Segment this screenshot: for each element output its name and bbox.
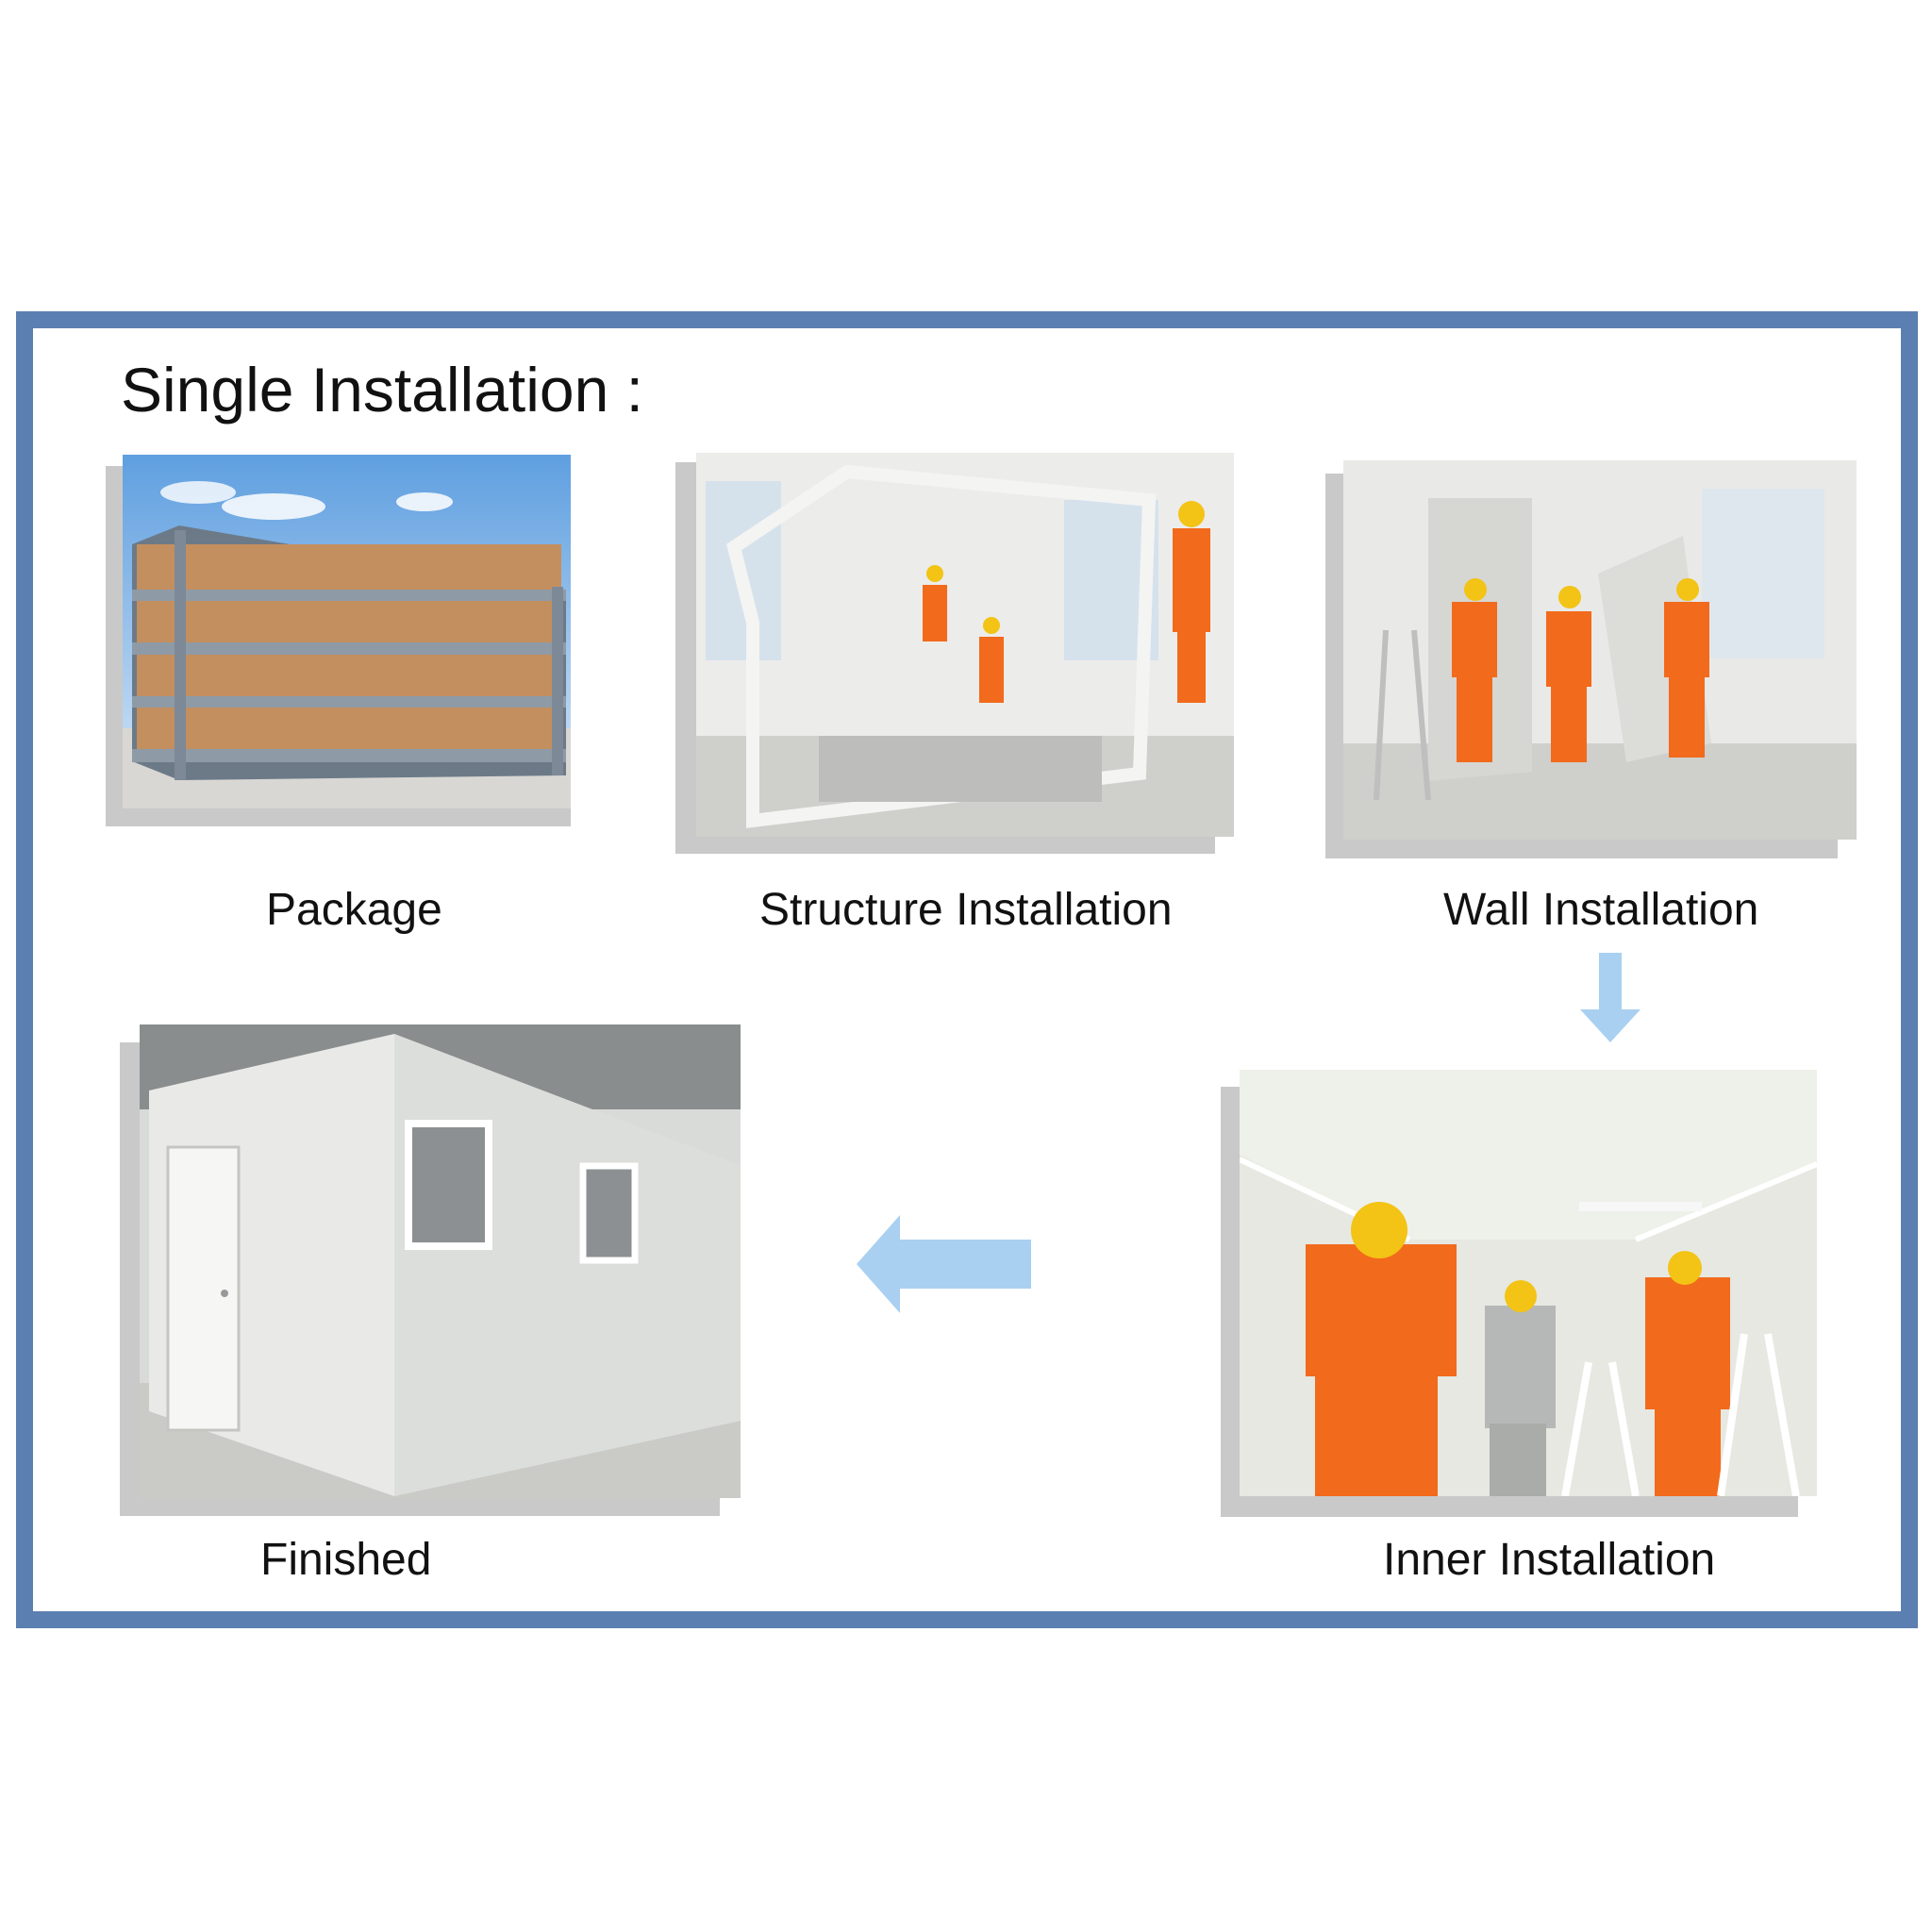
step-package-label: Package (266, 885, 442, 935)
arrow-down-icon (1580, 953, 1641, 1042)
step-inner-label: Inner Installation (1383, 1535, 1716, 1585)
wall-photo (1343, 460, 1857, 840)
step-finished-label: Finished (260, 1535, 432, 1585)
step-wall-label: Wall Installation (1443, 885, 1759, 935)
arrow-left-icon (857, 1215, 1031, 1313)
step-structure-label: Structure Installation (759, 885, 1173, 935)
finished-photo (140, 1024, 741, 1498)
structure-photo (696, 453, 1234, 837)
package-photo (123, 455, 571, 808)
inner-photo (1240, 1070, 1817, 1496)
page-title: Single Installation : (121, 355, 644, 425)
